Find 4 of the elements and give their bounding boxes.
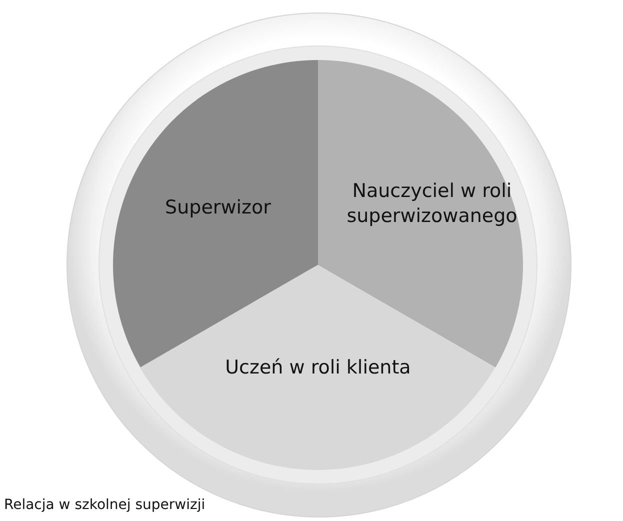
sector-label: Nauczyciel w roli superwizowanego (346, 179, 518, 229)
sector-label: Uczeń w roli klienta (224, 356, 412, 380)
caption: Relacja w szkolnej superwizji (4, 497, 206, 513)
sector-label: Superwizor (164, 196, 272, 220)
